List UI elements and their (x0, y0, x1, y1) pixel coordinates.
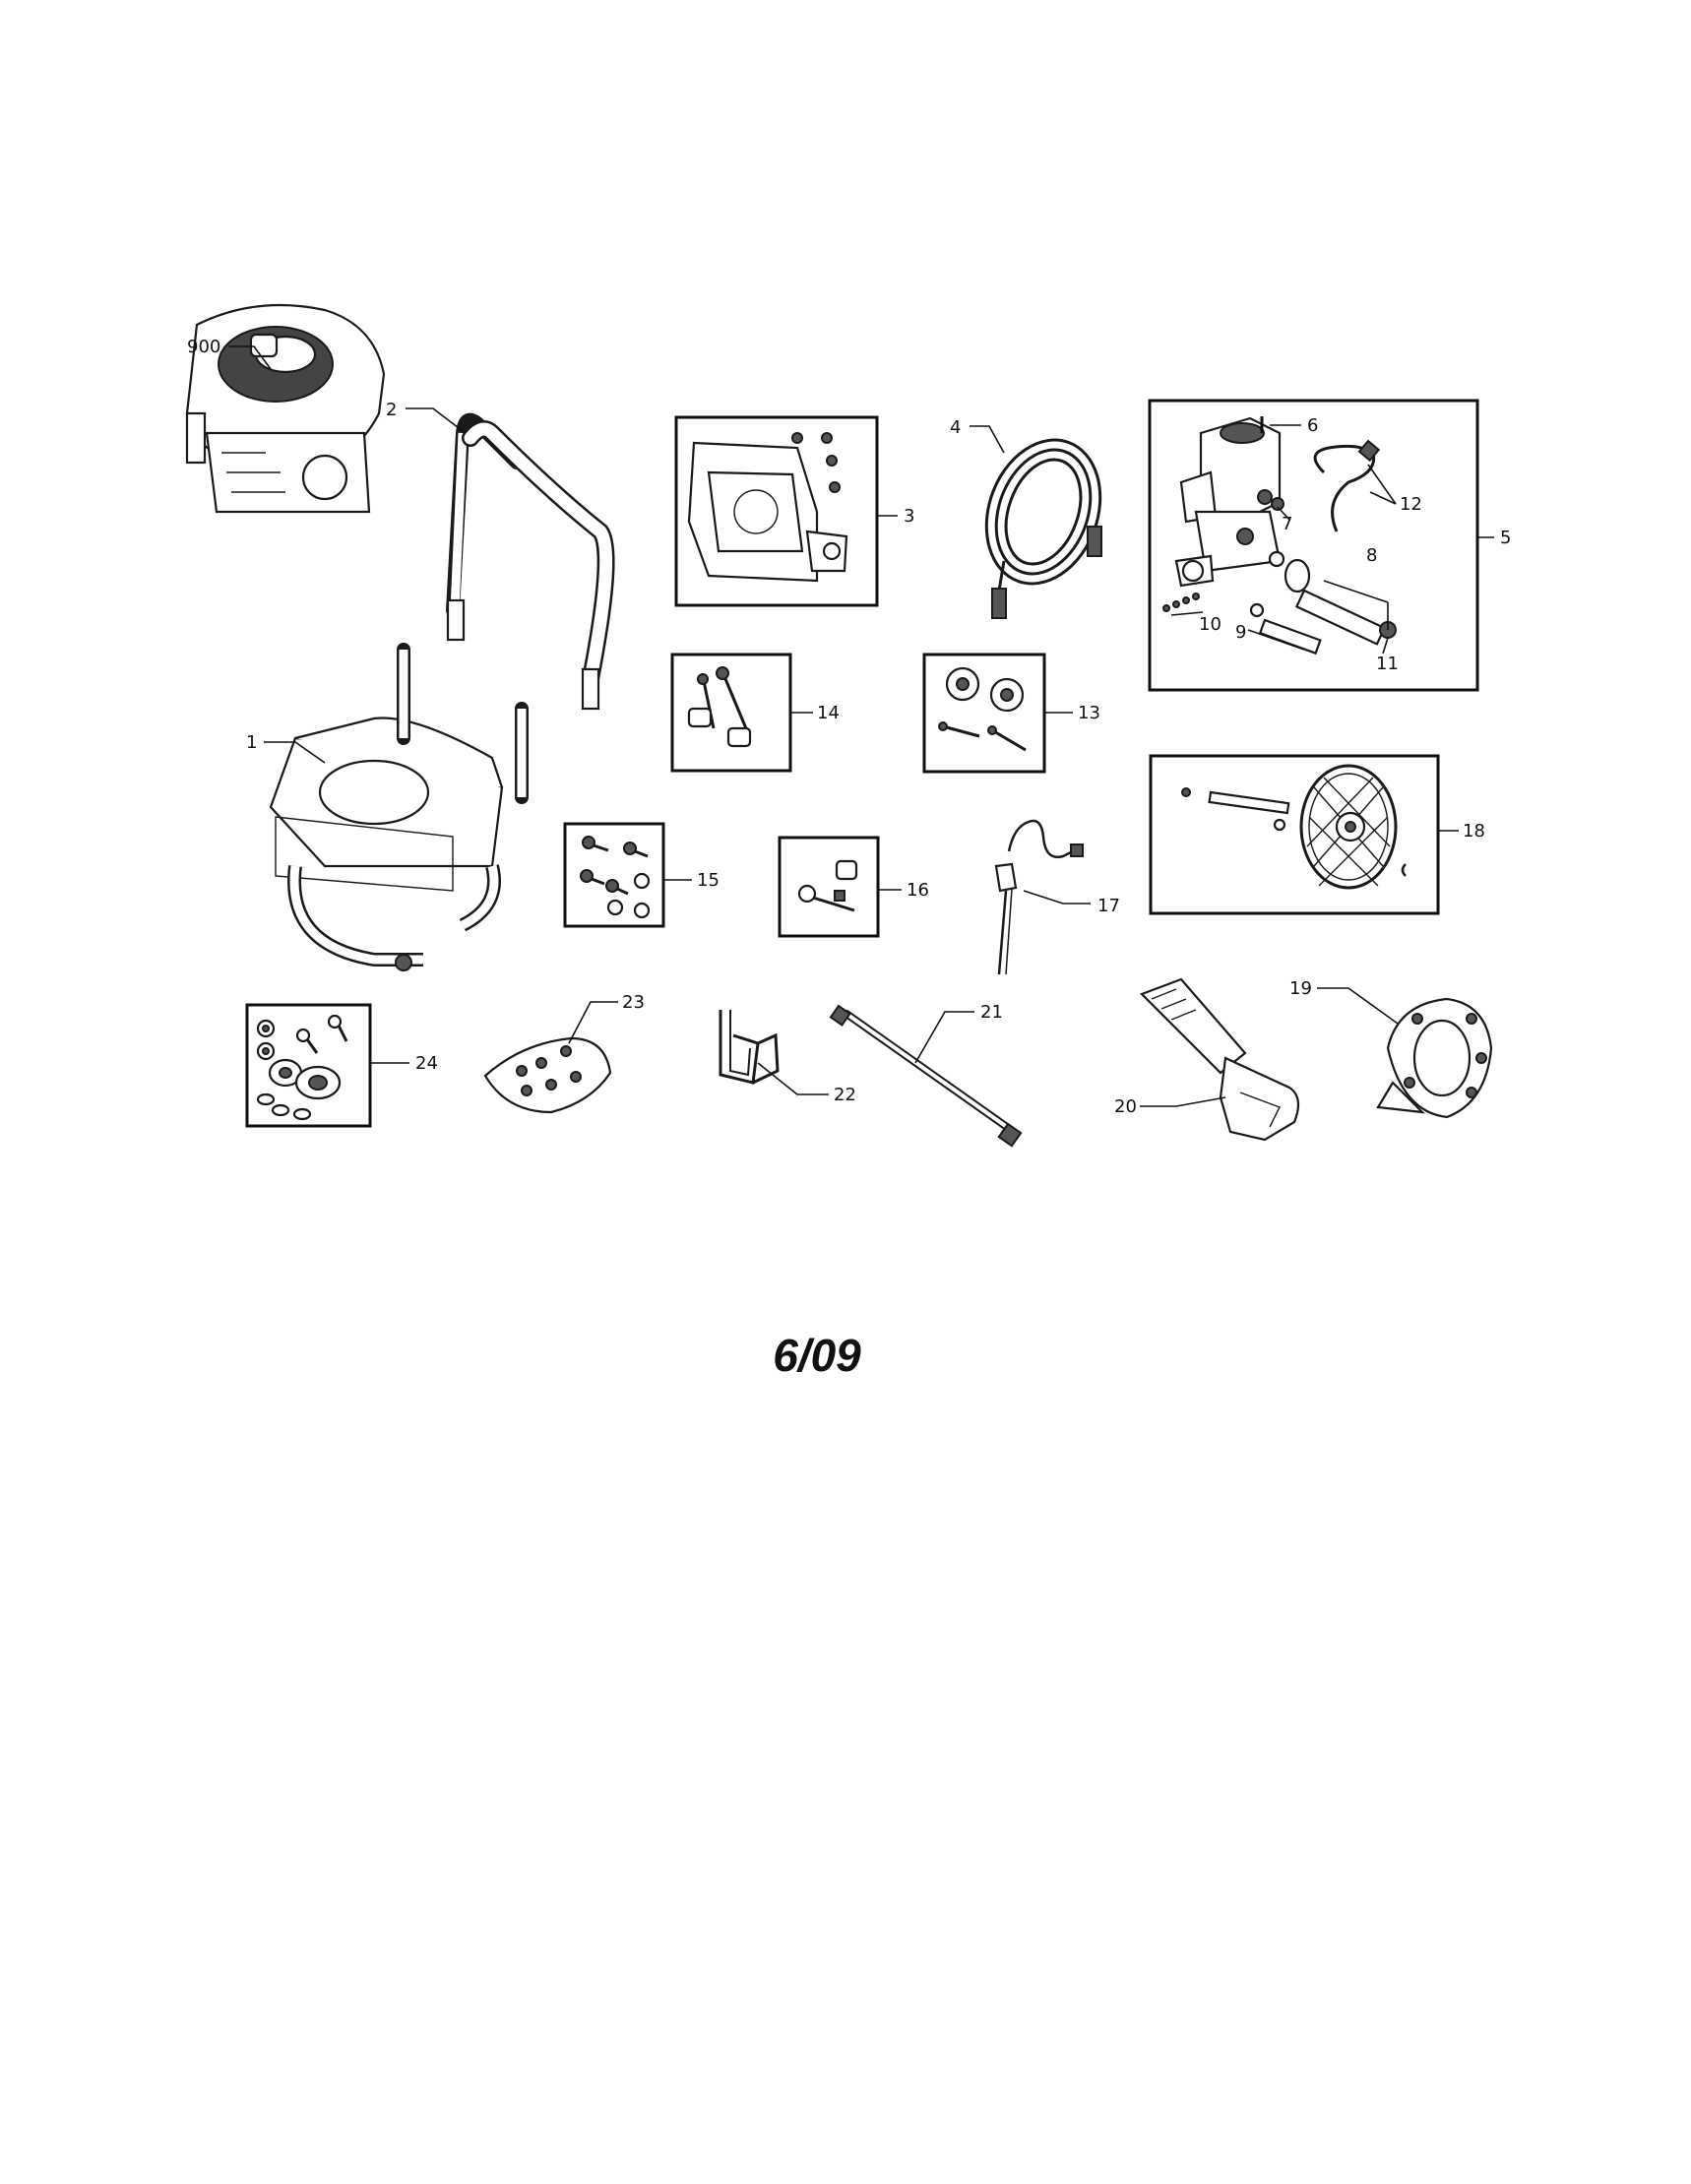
callout-10: 10 (1199, 614, 1221, 635)
hardware-part-14[interactable] (687, 666, 752, 748)
callout-16: 16 (907, 880, 929, 901)
pump-component-7[interactable] (1271, 497, 1284, 511)
hardware-part-16[interactable] (797, 859, 858, 912)
handle-part-2[interactable] (446, 412, 615, 711)
box-part-16 (778, 836, 880, 938)
callout-13: 13 (1078, 703, 1100, 723)
box-part-13 (922, 653, 1046, 774)
callout-1: 1 (246, 732, 257, 753)
wand-part-21[interactable] (829, 1004, 1023, 1148)
callout-2: 2 (386, 400, 397, 420)
panel-part-3[interactable] (687, 432, 848, 583)
hardware-part-24[interactable] (256, 1014, 348, 1121)
holder-part-22[interactable] (719, 1010, 780, 1085)
pump-component-8[interactable] (1268, 550, 1387, 646)
callout-18: 18 (1463, 821, 1485, 842)
callout-900: 900 (187, 337, 220, 357)
hardware-bag-part-23[interactable] (483, 1036, 612, 1114)
spray-gun-part-20[interactable] (1140, 977, 1300, 1142)
callout-12: 12 (1400, 494, 1422, 515)
callout-6: 6 (1307, 415, 1318, 436)
pump-component-9[interactable] (1249, 602, 1322, 655)
callout-5: 5 (1500, 528, 1511, 548)
soap-tube-part-17[interactable] (994, 819, 1084, 975)
callout-24: 24 (415, 1053, 438, 1074)
box-part-15 (563, 822, 665, 928)
callout-22: 22 (834, 1085, 856, 1105)
callout-8: 8 (1366, 545, 1377, 566)
wheel-kit-part-18[interactable] (1181, 764, 1407, 890)
callout-21: 21 (980, 1002, 1003, 1023)
callout-14: 14 (817, 703, 840, 723)
callout-15: 15 (697, 870, 720, 891)
pump-component-10[interactable] (1162, 593, 1200, 612)
callout-4: 4 (950, 417, 961, 438)
pump-component-12[interactable] (1313, 439, 1381, 532)
hardware-part-13[interactable] (938, 666, 1027, 752)
box-part-24 (245, 1003, 372, 1128)
box-part-3 (674, 415, 879, 607)
callout-19: 19 (1289, 978, 1312, 999)
box-part-5 (1148, 399, 1479, 692)
callout-17: 17 (1097, 896, 1120, 916)
pump-part-5[interactable] (1174, 416, 1282, 588)
hose-reel-part-19[interactable] (1376, 997, 1493, 1119)
callout-11: 11 (1376, 654, 1399, 674)
date-stamp: 6/09 (773, 1330, 861, 1381)
callout-7: 7 (1282, 514, 1292, 534)
callout-9: 9 (1235, 622, 1246, 643)
hose-part-4[interactable] (968, 424, 1120, 619)
hardware-part-15[interactable] (580, 836, 651, 919)
callout-23: 23 (622, 992, 645, 1013)
box-part-18 (1149, 754, 1440, 915)
callout-3: 3 (904, 506, 914, 527)
frame-part-1[interactable] (269, 643, 529, 971)
callout-20: 20 (1114, 1096, 1137, 1117)
